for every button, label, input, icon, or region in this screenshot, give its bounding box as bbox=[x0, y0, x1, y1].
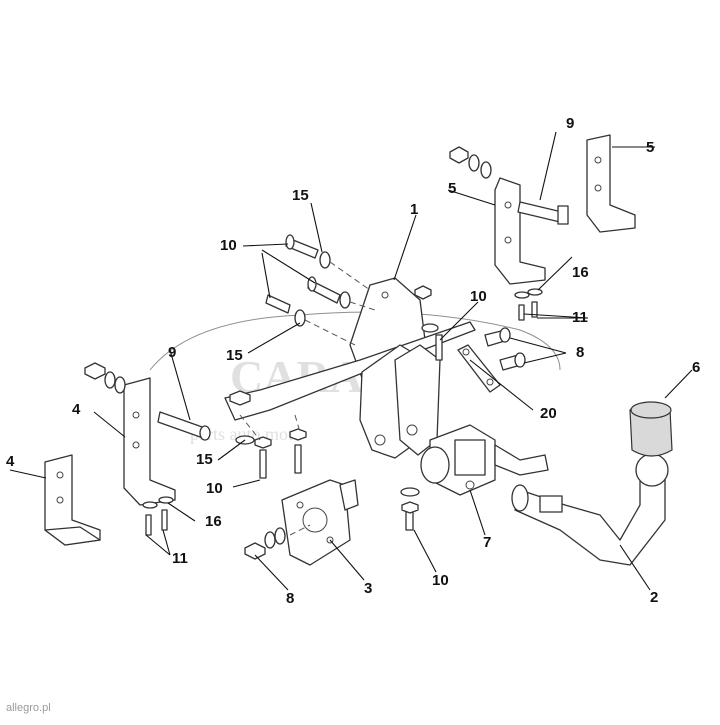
label-10-left: 10 bbox=[206, 480, 223, 497]
label-16-right: 16 bbox=[572, 264, 589, 281]
label-8-right: 8 bbox=[576, 344, 584, 361]
label-20: 20 bbox=[540, 405, 557, 422]
label-3: 3 bbox=[364, 580, 372, 597]
label-5-mounted: 5 bbox=[448, 180, 456, 197]
part-9-bolt-right bbox=[517, 201, 569, 225]
part-10-bolts-lower bbox=[229, 390, 307, 479]
label-7: 7 bbox=[483, 534, 491, 551]
part-16-11-fasteners-left bbox=[142, 496, 174, 536]
part-10-bolt-bottom bbox=[400, 487, 420, 531]
part-10-bolt-right bbox=[421, 323, 443, 361]
label-11-right: 11 bbox=[572, 309, 588, 326]
part-2-ball-arm bbox=[511, 453, 669, 566]
part-4-bracket-left bbox=[44, 454, 101, 546]
callout-labels: 1 2 3 4 4 5 5 6 7 8 8 9 9 10 10 10 10 11… bbox=[6, 115, 700, 607]
part-16-11-fasteners-right bbox=[514, 288, 543, 321]
label-16-left: 16 bbox=[205, 513, 222, 530]
label-4-mounted: 4 bbox=[72, 401, 81, 418]
label-10-upper: 10 bbox=[220, 237, 237, 254]
label-9-right: 9 bbox=[566, 115, 574, 132]
part-9-bolt-left bbox=[157, 411, 211, 441]
part-10-bolts-upper bbox=[265, 234, 376, 346]
label-10-right: 10 bbox=[470, 288, 487, 305]
label-15-middle: 15 bbox=[226, 347, 243, 364]
part-20-plate bbox=[457, 344, 501, 393]
label-4-standalone: 4 bbox=[6, 453, 15, 470]
label-8-bottom: 8 bbox=[286, 590, 294, 607]
leader-lines bbox=[9, 131, 693, 591]
watermark-sub: parts auto moto bbox=[190, 424, 302, 444]
footer-source: allegro.pl bbox=[6, 702, 51, 714]
label-6: 6 bbox=[692, 359, 700, 376]
label-15-lower: 15 bbox=[196, 451, 213, 468]
label-11-left: 11 bbox=[172, 550, 188, 567]
part-7-lock-mechanism bbox=[420, 424, 549, 496]
part-8-bolts-right bbox=[484, 327, 526, 371]
part-5-bracket-mounted bbox=[449, 146, 546, 285]
label-15-upper: 15 bbox=[292, 187, 309, 204]
part-4-bracket-mounted bbox=[84, 362, 176, 506]
part-1-main-frame bbox=[224, 277, 476, 459]
label-2: 2 bbox=[650, 589, 658, 606]
label-10-bottom: 10 bbox=[432, 572, 449, 589]
part-5-bracket-right bbox=[586, 134, 636, 233]
label-9-left: 9 bbox=[168, 344, 176, 361]
label-1: 1 bbox=[410, 201, 418, 218]
label-5-standalone: 5 bbox=[646, 139, 654, 156]
part-6-ball-cover bbox=[629, 401, 673, 457]
